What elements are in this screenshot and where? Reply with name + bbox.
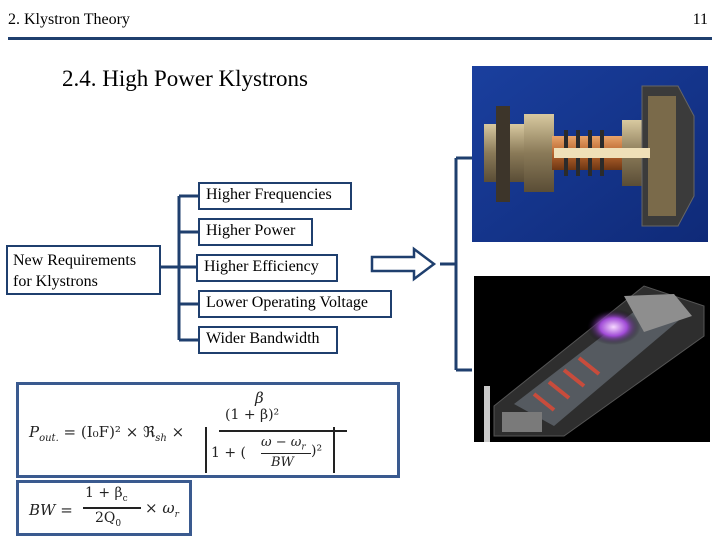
eq-bw-num: 1 + β — [85, 485, 123, 501]
header-title: 2. Klystron Theory — [8, 11, 130, 28]
item-box-wider-bandwidth: Wider Bandwidth — [198, 326, 338, 354]
klystron-cutaway-photo — [472, 66, 708, 242]
page-number: 11 — [692, 11, 708, 28]
eq-pout-inner-bar — [261, 453, 311, 454]
eq-pout-num: β — [255, 389, 264, 407]
item-label: Lower Operating Voltage — [206, 294, 369, 311]
eq-pout-den2-close: )² — [311, 443, 323, 459]
eq-pout-bracket-right — [333, 427, 335, 473]
header-rule — [8, 37, 712, 40]
eq-pout-den2-frac-num-sub: r — [301, 442, 306, 453]
eq-bw-num-sub: c — [122, 493, 128, 504]
eq-pout-lhs-sub: out. — [39, 433, 59, 444]
eq-pout-den2-frac-num: ω − ω — [261, 435, 302, 450]
eq-pout-times: × — [171, 423, 185, 441]
eq-bw-den: 2Q — [95, 510, 116, 526]
eq-bw-times-sub: r — [174, 510, 179, 520]
item-box-higher-frequencies: Higher Frequencies — [198, 182, 352, 210]
eq-pout-den2-frac-den: BW — [271, 455, 294, 470]
item-label: Wider Bandwidth — [206, 330, 320, 347]
bw-equation-box: BW = 1 + βc 2Q0 × ωr — [16, 480, 192, 536]
item-box-lower-operating-voltage: Lower Operating Voltage — [198, 290, 392, 318]
eq-pout-den2-open: 1 + ( — [211, 445, 246, 461]
pout-equation-box: Pout. = (I₀F)² × ℜsh × β (1 + β)² 1 + ( … — [16, 382, 400, 478]
eq-pout-fraction-bar — [219, 430, 347, 432]
eq-bw-lhs: BW = — [29, 501, 73, 519]
arrow-icon — [370, 246, 437, 282]
eq-bw-fraction-bar — [83, 507, 141, 509]
eq-bw-den-sub: 0 — [115, 518, 122, 529]
item-label: Higher Efficiency — [204, 258, 319, 275]
eq-pout-lhs: P — [29, 423, 40, 441]
item-label: Higher Frequencies — [206, 186, 332, 203]
item-box-higher-power: Higher Power — [198, 218, 313, 246]
eq-pout-rhs-sub: sh — [155, 433, 167, 444]
eq-bw-times: × ω — [145, 499, 175, 517]
klystron-3d-render — [474, 276, 710, 442]
item-box-higher-efficiency: Higher Efficiency — [196, 254, 338, 282]
source-label-box: New Requirements for Klystrons — [6, 245, 161, 295]
source-label: New Requirements for Klystrons — [13, 252, 137, 290]
eq-pout-rhs: = (I₀F)² × ℜ — [63, 423, 156, 441]
eq-pout-bracket-left — [205, 427, 207, 473]
eq-pout-den: (1 + β)² — [225, 407, 280, 423]
item-label: Higher Power — [206, 222, 296, 239]
section-title: 2.4. High Power Klystrons — [62, 66, 308, 91]
